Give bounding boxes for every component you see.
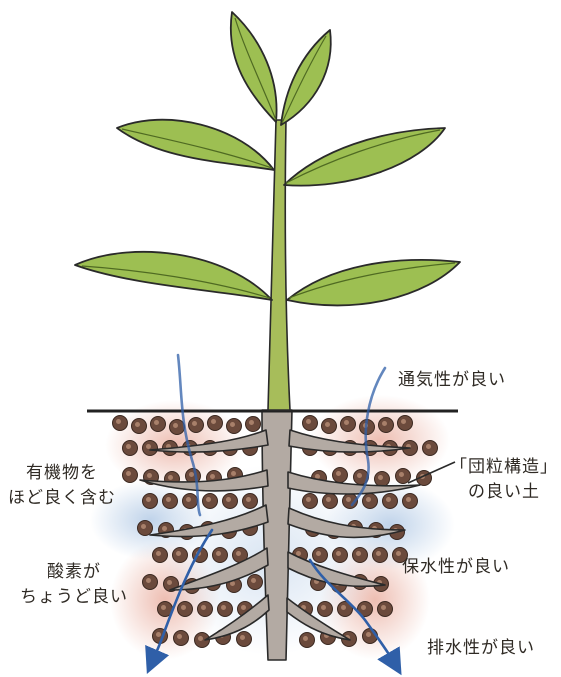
- soil-granule-highlight: [361, 605, 366, 610]
- soil-granule-highlight: [146, 578, 151, 583]
- drainage-text: 排水性が良い: [427, 636, 535, 661]
- soil-granule-highlight: [344, 420, 349, 425]
- soil-granule-highlight: [126, 444, 131, 449]
- soil-granule-highlight: [366, 632, 371, 637]
- soil-granule-highlight: [201, 605, 206, 610]
- soil-granule-highlight: [236, 551, 241, 556]
- label-aeration: 通気性が良い: [398, 368, 506, 393]
- oxygen-line-2: ちょうど良い: [20, 585, 128, 610]
- soil-granule-highlight: [135, 422, 140, 427]
- soil-granule-highlight: [241, 605, 246, 610]
- water-retention-text: 保水性が良い: [402, 555, 510, 580]
- soil-granule-highlight: [341, 605, 346, 610]
- stem: [268, 120, 290, 410]
- soil-granule-highlight: [192, 421, 197, 426]
- soil-granule-highlight: [146, 444, 151, 449]
- soil-granule-highlight: [116, 419, 121, 424]
- soil-granule-highlight: [382, 421, 387, 426]
- label-drainage: 排水性が良い: [427, 636, 535, 661]
- organic-line-2: ほど良く含む: [8, 486, 116, 511]
- soil-granule-highlight: [386, 497, 391, 502]
- soil-granule-highlight: [357, 473, 362, 478]
- label-granular-structure: 「団粒構造」 の良い土: [450, 455, 558, 505]
- soil-granule-highlight: [381, 605, 386, 610]
- soil-granule-highlight: [401, 419, 406, 424]
- soil-granule-highlight: [206, 497, 211, 502]
- soil-granule-highlight: [221, 605, 226, 610]
- structure-line-2: の良い土: [450, 480, 558, 505]
- soil-granule-highlight: [176, 551, 181, 556]
- structure-line-1: 「団粒構造」: [450, 455, 558, 480]
- soil-granule-highlight: [251, 578, 256, 583]
- soil-granule-highlight: [231, 471, 236, 476]
- oxygen-line-1: 酸素が: [20, 560, 128, 585]
- soil-granule-highlight: [141, 524, 146, 529]
- soil-granule-highlight: [326, 497, 331, 502]
- soil-granule-highlight: [147, 473, 152, 478]
- soil-granule-highlight: [316, 551, 321, 556]
- soil-granule-highlight: [226, 497, 231, 502]
- soil-granule-highlight: [325, 422, 330, 427]
- soil-granule-highlight: [321, 605, 326, 610]
- soil-granule-highlight: [198, 636, 203, 641]
- soil-granule-highlight: [210, 474, 215, 479]
- soil-granule-highlight: [303, 636, 308, 641]
- soil-granule-highlight: [167, 580, 172, 585]
- soil-granule-highlight: [177, 634, 182, 639]
- soil-granule-highlight: [162, 526, 167, 531]
- soil-granule-highlight: [366, 497, 371, 502]
- soil-granule-highlight: [249, 420, 254, 425]
- soil-granule-highlight: [399, 472, 404, 477]
- soil-granule-highlight: [240, 635, 245, 640]
- soil-granule-highlight: [186, 497, 191, 502]
- soil-granule-highlight: [406, 497, 411, 502]
- soil-granule-highlight: [168, 475, 173, 480]
- soil-granule-highlight: [211, 419, 216, 424]
- soil-granule-highlight: [336, 471, 341, 476]
- soil-granule-highlight: [154, 420, 159, 425]
- soil-granule-highlight: [216, 551, 221, 556]
- leaves: [75, 12, 460, 305]
- aeration-text: 通気性が良い: [398, 368, 506, 393]
- soil-granule-highlight: [246, 497, 251, 502]
- soil-granule-highlight: [356, 551, 361, 556]
- soil-granule-highlight: [426, 444, 431, 449]
- soil-granule-highlight: [336, 551, 341, 556]
- soil-granule-highlight: [173, 423, 178, 428]
- soil-granule-highlight: [230, 422, 235, 427]
- soil-granule-highlight: [126, 471, 131, 476]
- soil-granule-highlight: [346, 497, 351, 502]
- soil-granule-highlight: [146, 497, 151, 502]
- soil-granule-highlight: [306, 419, 311, 424]
- soil-granule-highlight: [161, 605, 166, 610]
- soil-granule-highlight: [306, 497, 311, 502]
- label-oxygen: 酸素が ちょうど良い: [20, 560, 128, 610]
- soil-granule-highlight: [166, 497, 171, 502]
- soil-granule-highlight: [156, 632, 161, 637]
- soil-granule-highlight: [396, 551, 401, 556]
- soil-granule-highlight: [156, 551, 161, 556]
- soil-granule-highlight: [376, 551, 381, 556]
- soil-granule-highlight: [189, 472, 194, 477]
- soil-granule-highlight: [296, 551, 301, 556]
- soil-granule-highlight: [378, 475, 383, 480]
- organic-line-1: 有機物を: [8, 461, 116, 486]
- label-water-retention: 保水性が良い: [402, 555, 510, 580]
- soil-granule-highlight: [181, 605, 186, 610]
- label-organic-matter: 有機物を ほど良く含む: [8, 461, 116, 511]
